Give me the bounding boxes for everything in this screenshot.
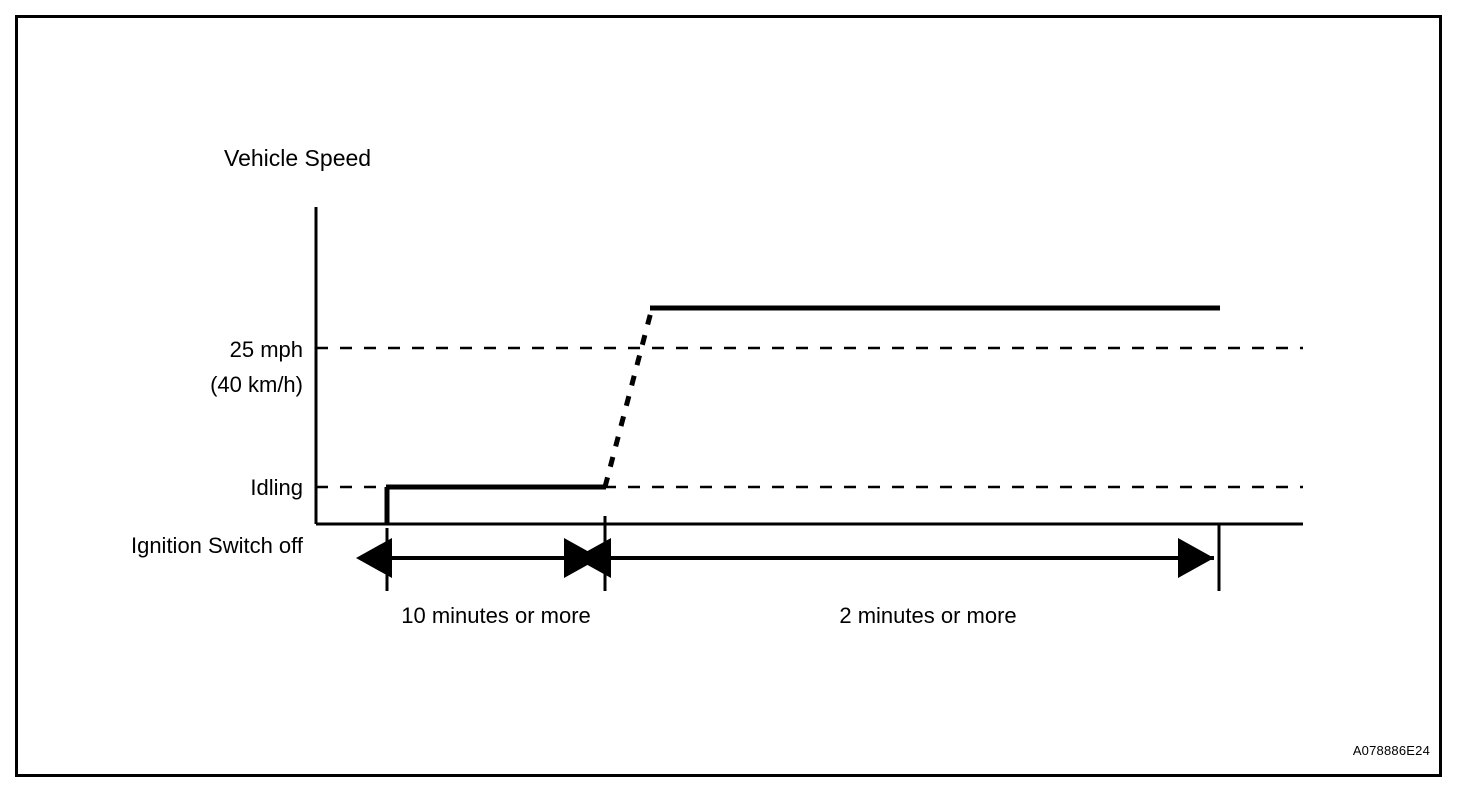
figure-border	[15, 15, 1442, 777]
y-tick-label-25mph-line2: (40 km/h)	[210, 372, 303, 397]
y-tick-label-25mph-line1: 25 mph	[230, 337, 303, 362]
waveform-acceleration-ramp	[602, 307, 655, 488]
duration-label-phase-2: 2 minutes or more	[839, 603, 1016, 628]
figure-reference-code: A078886E24	[1353, 743, 1430, 758]
x-axis-state-label: Ignition Switch off	[131, 533, 304, 558]
y-tick-label-idling: Idling	[250, 475, 303, 500]
duration-label-phase-1: 10 minutes or more	[401, 603, 591, 628]
y-axis-title: Vehicle Speed	[224, 145, 371, 171]
